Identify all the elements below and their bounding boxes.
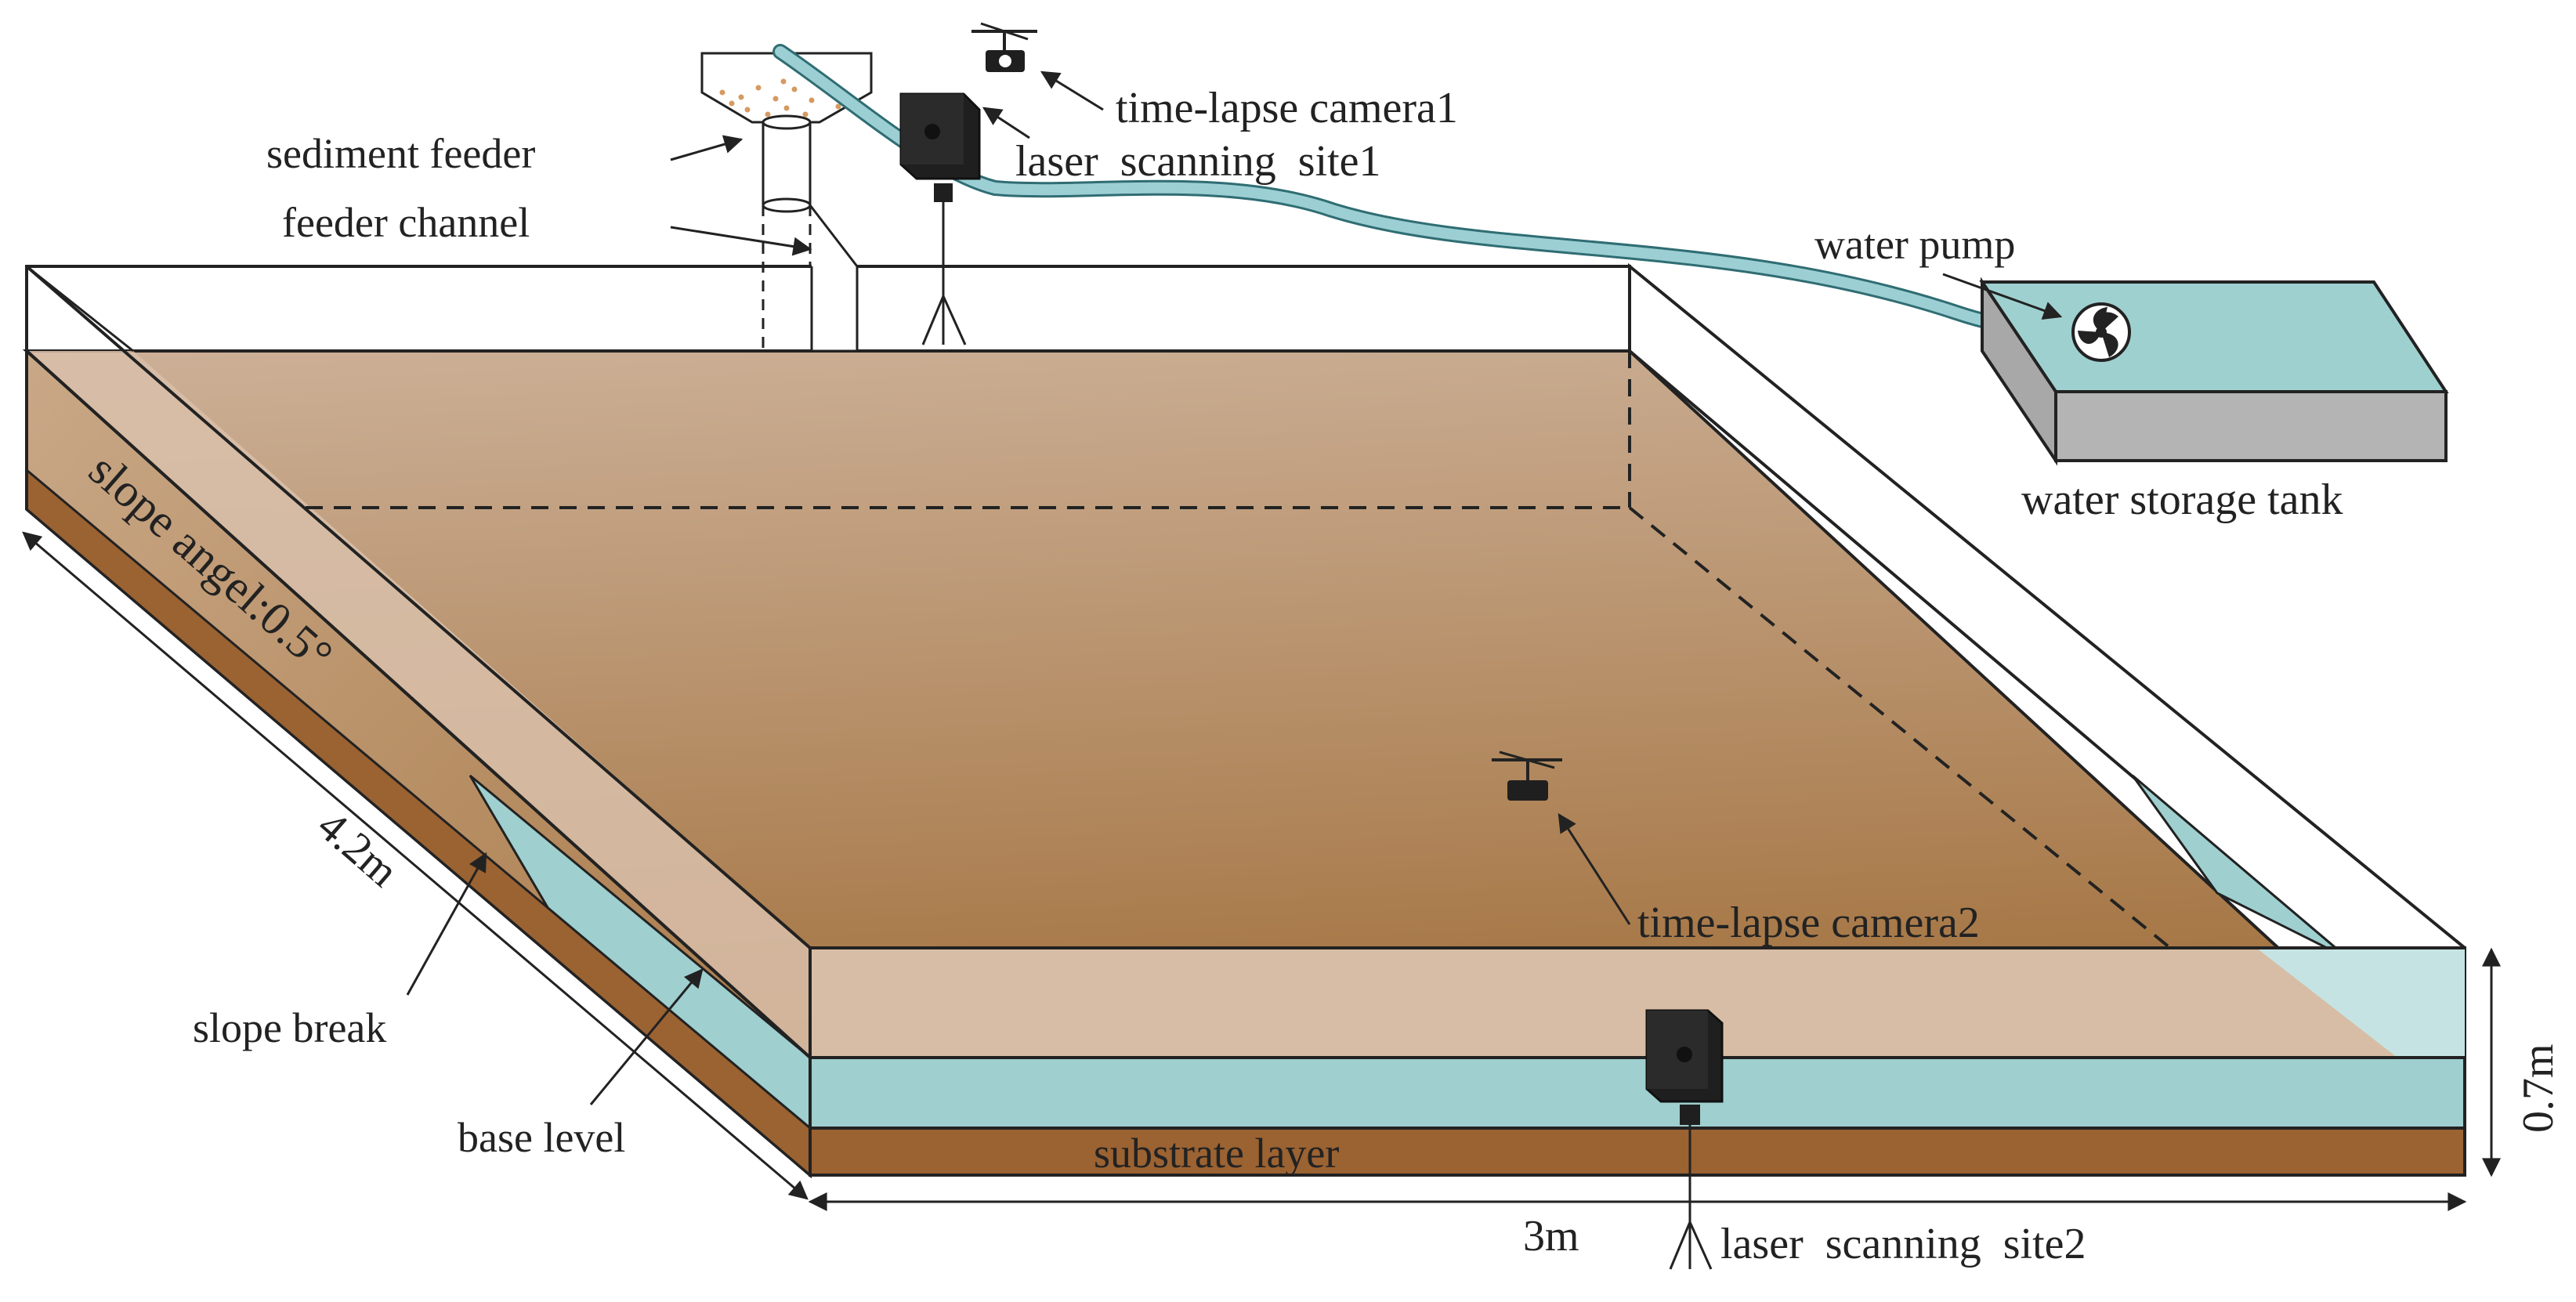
label-height: 0.7m: [2514, 1043, 2563, 1133]
tank-top: [1979, 280, 2449, 393]
sediment-feeder: [700, 52, 873, 353]
label-laser-scanning-site1: laser scanning site1: [1015, 137, 1381, 186]
feeder-hopper: [700, 52, 873, 124]
hidden-edge-4: [26, 265, 134, 353]
time-lapse-camera1-drone: [971, 22, 1037, 72]
label-width: 3m: [1523, 1212, 1579, 1260]
feeder-tube: [762, 122, 812, 205]
hidden-edge-3: [1628, 506, 2172, 949]
label-base-level: base level: [458, 1114, 625, 1161]
label-substrate-layer: substrate layer: [1094, 1130, 1339, 1177]
label-time-lapse-camera1: time-lapse camera1: [1116, 84, 1458, 132]
water-pump-icon: [2071, 302, 2131, 362]
dim-length: [22, 531, 809, 1200]
front-water-layer: [809, 1056, 2466, 1130]
front-substrate-layer: [809, 1127, 2466, 1177]
laser-scanner-1: [899, 92, 981, 345]
feeder-channel: [809, 204, 859, 353]
tank-side: [1981, 277, 2057, 466]
water-storage-tank: [1979, 277, 2449, 466]
tank-front: [2054, 390, 2448, 462]
front-wall-light: [2256, 948, 2465, 1058]
label-water-pump: water pump: [1814, 221, 2015, 268]
label-sediment-feeder: sediment feeder: [266, 130, 535, 177]
label-water-storage-tank: water storage tank: [2021, 476, 2343, 524]
dimension-lines: [22, 531, 2501, 1211]
label-time-lapse-camera2: time-lapse camera2: [1637, 899, 1980, 947]
laser-scanner-2: [1645, 1009, 1724, 1270]
label-laser-scanning-site2: laser scanning site2: [1720, 1220, 2086, 1268]
label-slope-break: slope break: [193, 1004, 386, 1051]
time-lapse-camera2-drone: [1492, 750, 1562, 801]
label-feeder-channel: feeder channel: [282, 199, 530, 246]
labels: sediment feeder feeder channel time-laps…: [79, 84, 2563, 1268]
front-wall: [809, 946, 2466, 1059]
